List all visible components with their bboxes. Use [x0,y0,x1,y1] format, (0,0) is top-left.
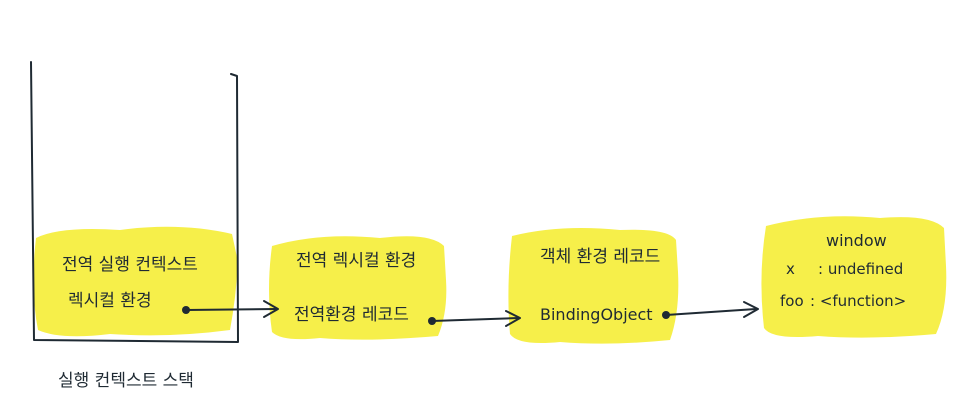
stack-context-title: 전역 실행 컨텍스트 [62,255,198,275]
window-prop-value-x: : undefined [818,260,903,278]
highlight-global-lexical-env [269,236,447,340]
highlight-object-env-record [508,228,679,344]
global-lexical-env-title: 전역 렉시컬 환경 [296,251,416,271]
stack-lexical-env-label: 렉시컬 환경 [68,291,152,311]
window-prop-key-x: x [786,260,795,278]
arrow-to-object-env-record [428,310,521,327]
binding-object-label: BindingObject [540,305,653,324]
global-env-record-label: 전역환경 레코드 [294,305,409,325]
highlight-stack-context [33,226,238,337]
object-env-record-title: 객체 환경 레코드 [540,247,660,267]
stack-outline [30,61,239,343]
window-title: window [826,231,887,250]
stack-caption: 실행 컨텍스트 스택 [58,371,194,391]
arrow-to-window [662,301,759,319]
arrow-to-global-env [182,300,279,318]
window-prop-value-foo: : <function> [810,292,906,310]
highlight-window-object [761,216,947,338]
window-prop-key-foo: foo [780,292,804,310]
